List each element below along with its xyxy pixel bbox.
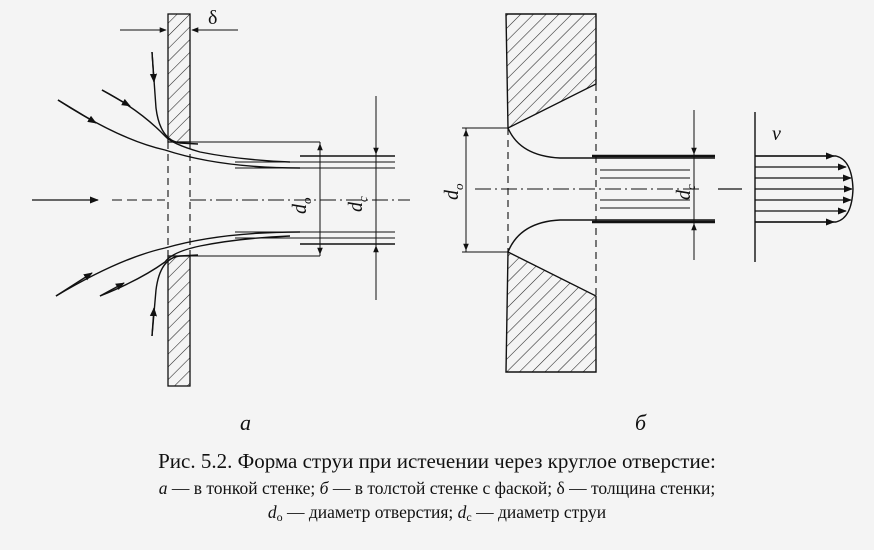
svg-text:dо: dо <box>441 183 466 200</box>
caption-line-2: dо — диаметр отверстия; dс — диаметр стр… <box>267 502 607 524</box>
velocity-label: v <box>772 123 781 145</box>
caption-title: Рис. 5.2. Форма струи при истечении чере… <box>158 449 716 473</box>
do-label-a: dо <box>289 197 314 214</box>
panel-a-label: а <box>240 410 251 435</box>
caption-line-1: а — в тонкой стенке; б — в толстой стенк… <box>158 478 716 498</box>
thin-wall-upper <box>167 13 191 143</box>
dc-label-b: dс <box>673 184 698 200</box>
do-label-b: dо <box>441 183 466 200</box>
delta-label: δ <box>208 7 217 29</box>
thin-wall-lower <box>167 255 191 387</box>
streamline-bottom-3 <box>55 231 301 297</box>
thick-wall-upper <box>505 13 597 130</box>
jet-contour-upper <box>507 127 715 159</box>
figure-caption: Рис. 5.2. Форма струи при истечении чере… <box>0 446 874 529</box>
panel-b-diagram <box>462 13 854 373</box>
panel-a-diagram <box>32 13 410 387</box>
jet-contour-lower <box>507 219 715 253</box>
streamline-bottom-2 <box>99 235 291 297</box>
dc-label-a: dс <box>345 196 370 212</box>
streamline-top-2 <box>101 89 291 163</box>
velocity-profile-curve <box>755 155 854 223</box>
figure: δ dо dс а <box>32 7 854 435</box>
streamline-top-1 <box>151 51 199 145</box>
svg-text:dо: dо <box>289 197 314 214</box>
panel-b-label: б <box>635 410 647 435</box>
svg-text:dс: dс <box>673 184 698 200</box>
svg-text:dс: dс <box>345 196 370 212</box>
streamline-bottom-1 <box>151 254 199 337</box>
thick-wall-lower <box>505 250 597 373</box>
